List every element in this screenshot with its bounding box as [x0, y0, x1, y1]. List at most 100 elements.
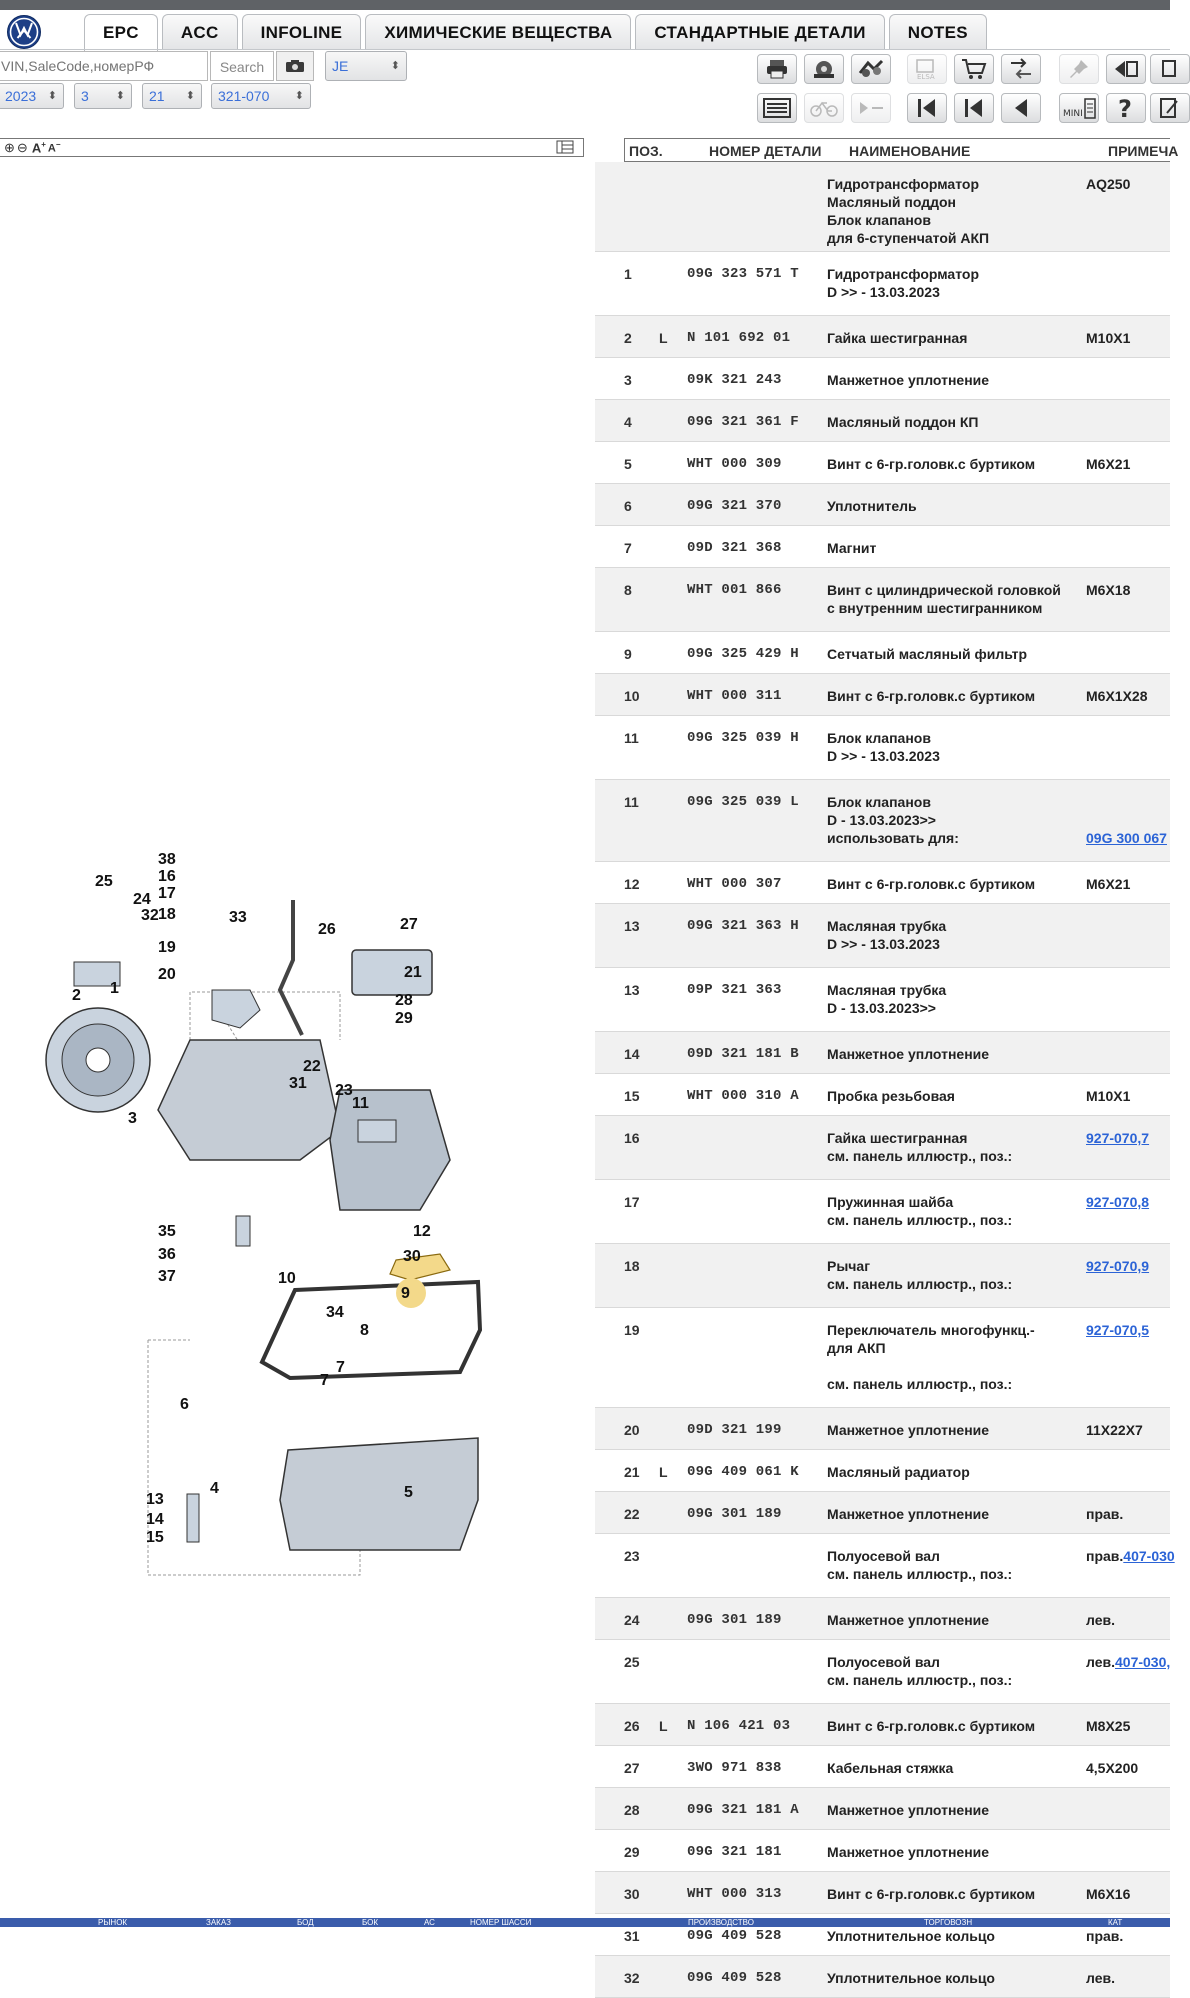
row-note-link[interactable]: 927-070,8 — [1086, 1194, 1150, 1210]
print-button[interactable] — [757, 54, 797, 84]
callout-12[interactable]: 12 — [413, 1223, 431, 1240]
year-select[interactable]: 2023⬍ — [0, 83, 64, 109]
callout-18[interactable]: 18 — [158, 906, 176, 923]
callout-7[interactable]: 7 — [320, 1372, 329, 1389]
callout-28[interactable]: 28 — [395, 992, 413, 1009]
callout-32[interactable]: 32 — [141, 907, 159, 924]
search-button[interactable]: Search — [210, 51, 274, 81]
callout-4[interactable]: 4 — [210, 1480, 219, 1497]
camera-scan-button[interactable] — [276, 51, 314, 81]
tab-3[interactable]: ХИМИЧЕСКИЕ ВЕЩЕСТВА — [365, 14, 632, 49]
help-button[interactable]: ? — [1106, 93, 1146, 123]
callout-14[interactable]: 14 — [146, 1511, 164, 1528]
callout-5[interactable]: 5 — [404, 1484, 413, 1501]
callout-27[interactable]: 27 — [400, 916, 418, 933]
callout-25[interactable]: 25 — [95, 873, 113, 890]
callout-30[interactable]: 30 — [403, 1248, 421, 1265]
parts-service-button[interactable] — [804, 54, 844, 84]
parts-info-button[interactable] — [851, 54, 891, 84]
main-group-select[interactable]: 3⬍ — [74, 83, 132, 109]
callout-22[interactable]: 22 — [303, 1058, 321, 1075]
callout-24[interactable]: 24 — [133, 891, 151, 908]
sub-group-select[interactable]: 21⬍ — [142, 83, 202, 109]
notes-button[interactable] — [1150, 93, 1190, 123]
tab-5[interactable]: NOTES — [888, 14, 987, 49]
zoom-in-icon[interactable]: ⊕ — [4, 139, 15, 155]
callout-8[interactable]: 8 — [360, 1322, 369, 1339]
callout-33[interactable]: 33 — [229, 909, 247, 926]
callout-13[interactable]: 13 — [146, 1491, 164, 1508]
callout-16[interactable]: 16 — [158, 868, 176, 885]
copy-button[interactable] — [1150, 54, 1190, 84]
previous-group-button[interactable] — [954, 93, 994, 123]
callout-19[interactable]: 19 — [158, 939, 176, 956]
tab-0[interactable]: EPC — [84, 14, 158, 51]
back-button[interactable] — [1001, 93, 1041, 123]
mini-calculator-button[interactable]: MINI — [1059, 93, 1099, 123]
bicycle-button[interactable] — [804, 93, 844, 123]
callout-31[interactable]: 31 — [289, 1075, 307, 1092]
callout-38[interactable]: 38 — [158, 851, 176, 868]
callout-6[interactable]: 6 — [180, 1396, 189, 1413]
vin-search-input[interactable] — [0, 51, 208, 81]
callout-9[interactable]: 9 — [401, 1285, 410, 1302]
callout-37[interactable]: 37 — [158, 1268, 176, 1285]
row-note-link[interactable]: 407-030, — [1115, 1654, 1171, 1670]
elsa-button[interactable]: ELSA — [907, 54, 947, 84]
callout-36[interactable]: 36 — [158, 1246, 176, 1263]
panel-toggle-icon[interactable] — [556, 140, 574, 157]
font-decrease-icon[interactable]: A− — [47, 140, 61, 155]
callout-2[interactable]: 2 — [72, 987, 81, 1004]
pin-button[interactable] — [1059, 54, 1099, 84]
illustration-select[interactable]: 321-070⬍ — [211, 83, 311, 109]
callout-34[interactable]: 34 — [326, 1304, 344, 1321]
callout-7[interactable]: 7 — [336, 1359, 345, 1376]
add-to-cart-button[interactable] — [954, 54, 994, 84]
transfer-button[interactable] — [1001, 54, 1041, 84]
callout-20[interactable]: 20 — [158, 966, 176, 983]
row-note-link[interactable]: 927-070,7 — [1086, 1130, 1150, 1146]
play-button[interactable] — [851, 93, 891, 123]
tab-4[interactable]: СТАНДАРТНЫЕ ДЕТАЛИ — [635, 14, 885, 49]
row-note-link[interactable]: 407-030 — [1123, 1548, 1175, 1564]
row-note-link[interactable]: 09G 300 067 — [1086, 830, 1167, 846]
callout-26[interactable]: 26 — [318, 921, 336, 938]
callout-10[interactable]: 10 — [278, 1270, 296, 1287]
callout-35[interactable]: 35 — [158, 1223, 176, 1240]
row-note-link[interactable]: 927-070,5 — [1086, 1322, 1150, 1338]
callout-21[interactable]: 21 — [404, 964, 422, 981]
zoom-out-icon[interactable]: ⊖ — [16, 139, 28, 155]
first-page-button[interactable] — [907, 93, 947, 123]
